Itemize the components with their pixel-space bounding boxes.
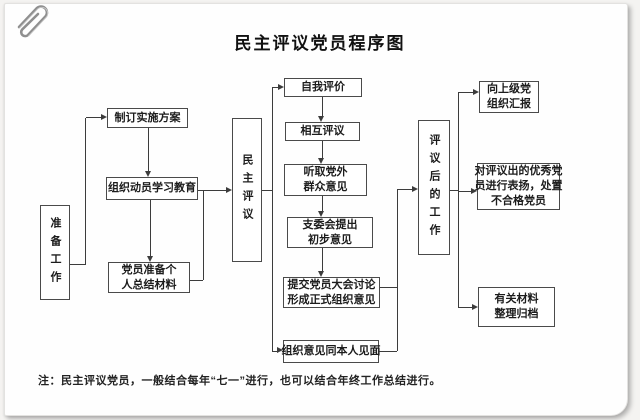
connector-line [458, 191, 471, 192]
connector-line [322, 248, 323, 271]
node-mutual-review: 相互评议 [285, 122, 360, 141]
connector-line [450, 190, 458, 191]
node-label: 组织意见同本人见面 [281, 345, 381, 358]
node-label: 自我评价 [301, 81, 345, 94]
connector-line [148, 128, 149, 171]
node-label: 人总结材料 [121, 278, 177, 291]
connector-line [458, 92, 473, 93]
node-formal-organization-opinion: 提交党员大会讨论 形成正式组织意见 [283, 277, 380, 308]
connector-line [203, 191, 204, 280]
arrow-down-icon [145, 171, 151, 177]
node-label: 有关材料 [494, 293, 539, 306]
node-report-to-superior: 向上级党 组织汇报 [479, 81, 539, 113]
arrow-down-icon [318, 211, 324, 217]
connector-line [380, 287, 397, 288]
node-label: 形成正式组织意见 [287, 293, 376, 306]
node-prepare-materials: 党员准备个 人总结材料 [108, 262, 190, 293]
node-label: 向上级党 [487, 83, 531, 96]
node-meet-with-person: 组织意见同本人见面 [281, 340, 381, 363]
connector-line [379, 351, 397, 352]
arrow-right-icon [226, 187, 232, 193]
arrow-right-icon [278, 84, 284, 90]
connector-line [458, 93, 459, 308]
connector-line [86, 117, 101, 118]
connector-line [397, 189, 412, 190]
arrow-right-icon [471, 188, 477, 194]
node-label: 制订实施方案 [114, 111, 181, 124]
arrow-right-icon [101, 114, 107, 120]
stage-democratic-review-box: 民主评议 [232, 118, 262, 262]
connector-line [322, 196, 323, 211]
node-make-plan: 制订实施方案 [107, 108, 188, 128]
arrow-right-icon [277, 347, 283, 353]
node-label: 对评议出的优秀党 [474, 165, 563, 178]
node-label: 听取党外 [303, 166, 348, 179]
arrow-down-icon [318, 116, 324, 122]
arrow-right-icon [412, 186, 418, 192]
node-label: 整理归档 [494, 308, 539, 320]
node-label: 群众意见 [303, 181, 348, 193]
arrow-right-icon [473, 89, 479, 95]
arrow-right-icon [472, 304, 478, 310]
node-label: 组织汇报 [487, 98, 531, 110]
connector-line [190, 280, 203, 281]
connector-line [397, 190, 398, 351]
node-committee-preliminary-opinion: 支委会提出 初步意见 [287, 217, 373, 248]
node-label: 党员准备个 [121, 263, 177, 276]
connector-line [272, 351, 277, 352]
connector-line [85, 118, 86, 265]
diagram-title: 民主评议党员程序图 [234, 34, 406, 53]
node-mobilize-education: 组织动员学习教育 [106, 177, 198, 200]
node-archive-materials: 有关材料 整理归档 [478, 287, 555, 327]
node-outside-opinions: 听取党外 群众意见 [284, 164, 367, 196]
node-self-evaluation: 自我评价 [284, 78, 362, 97]
connector-line [262, 190, 272, 191]
node-label: 相互评议 [300, 125, 345, 138]
node-label: 初步意见 [308, 233, 352, 246]
connector-line [272, 88, 273, 351]
connector-line [70, 264, 86, 265]
connector-line [458, 307, 472, 308]
stage-after-review-box: 评议后的工作 [418, 120, 450, 255]
arrow-down-icon [318, 271, 324, 277]
connector-line [322, 141, 323, 158]
node-label: 员进行表扬，处置 [474, 180, 563, 193]
footnote: 注：民主评议党员，一般结合每年“七一”进行，也可以结合年终工作总结进行。 [38, 375, 441, 387]
connector-line [198, 190, 226, 191]
stage-preparation-box: 准备工作 [40, 205, 70, 300]
connector-line [272, 87, 278, 88]
connector-line [150, 200, 151, 256]
arrow-down-icon [318, 158, 324, 164]
node-commend-and-handle: 对评议出的优秀党 员进行表扬，处置 不合格党员 [474, 163, 563, 210]
node-label: 提交党员大会讨论 [287, 278, 376, 291]
node-label: 不合格党员 [491, 194, 546, 207]
node-label: 支委会提出 [302, 218, 358, 231]
connector-line [322, 97, 323, 116]
node-label: 组织动员学习教育 [108, 182, 196, 195]
paperclip-icon [17, 5, 49, 38]
arrow-down-icon [147, 256, 153, 262]
